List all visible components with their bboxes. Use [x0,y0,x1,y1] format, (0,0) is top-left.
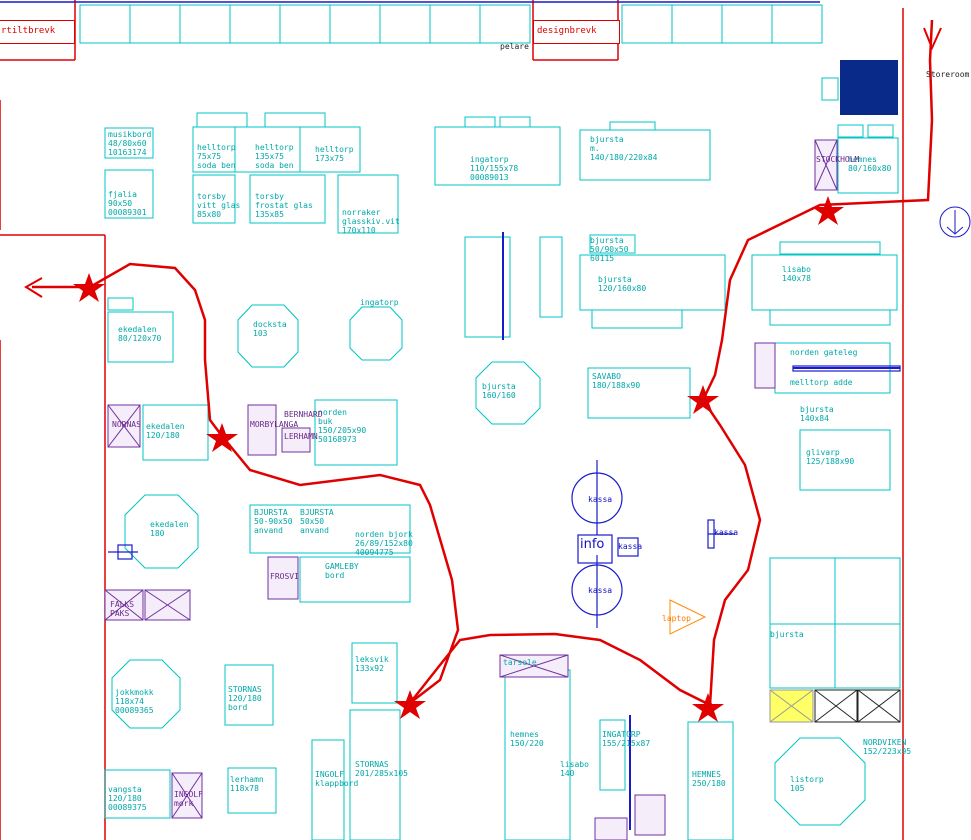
route-arrows [24,27,942,298]
furniture-label: STORNAS 120/180 bord [228,685,262,712]
furniture-label: ingatorp [360,298,399,307]
furniture-label: helltorp 173x75 [315,145,354,163]
furniture-label: torsby vitt glas 85x80 [197,192,241,219]
furniture-label: norden buk 150/205x90 50168973 [318,408,367,444]
service-label: kassa [714,528,739,537]
area-label-left-top: rtiltbrevk [0,20,75,44]
star-icon [687,385,719,414]
route-stars [73,196,844,722]
area-label-right-top: Storeroom [926,70,970,79]
furniture-label: bjursta [770,630,804,639]
furniture-label: leksvik 133x92 [355,655,389,673]
furniture-label: bjursta 140x84 [800,405,834,423]
furniture-label: torsby frostat glas 135x85 [255,192,313,219]
cross-hatched-cells [104,139,838,819]
furniture-label: bjursta 160/160 [482,382,516,400]
service-points [108,232,901,830]
furniture-label: norden gateleg [790,348,858,357]
entry-arrow-icon [923,27,942,51]
furniture-label: STORNAS 201/285x105 [355,760,408,778]
furniture-label: SAVABO 180/188x90 [592,372,641,390]
furniture-label: jokkmokk 118x74 00089365 [115,688,154,715]
furniture-label: INGATORP 155/215x87 [602,730,651,748]
service-label: kassa [588,586,613,595]
furniture-label: HEMNES 250/180 [692,770,726,788]
info-icon[interactable]: info [580,537,605,552]
star-icon [73,273,105,302]
furniture-label: vangsta 120/180 00089375 [108,785,147,812]
chair-label: MORBYLANGA [250,420,299,429]
chair-label: STOCKHOLM [816,155,860,164]
furniture-label: ingatorp 110/155x78 00089013 [470,155,519,182]
chair-label: FROSVI [270,572,299,581]
chair-label: LERHAMN [284,432,318,441]
furniture-label: bjursta 50/90x50 60115 [590,236,629,263]
furniture-label: lisabo 140x78 [782,265,811,283]
round-tables [111,304,866,826]
furniture-label: GAMLEBY bord [325,562,359,580]
star-icon [812,196,844,225]
star-icon [206,423,238,452]
furniture-label: bjursta 120/160x80 [598,275,647,293]
furniture-label: bjursta m. 140/180/220x84 [590,135,658,162]
furniture-label: norden bjork 26/89/152x80 40094775 [355,530,413,557]
star-icon [394,690,426,719]
area-label-center-top: designbrevk [533,20,620,44]
service-label: kassa [618,542,643,551]
furniture-label: hemnes 80/160x80 [848,155,892,173]
furniture-label: musikbord 48/80x60 10163174 [108,130,152,157]
walking-route [32,19,934,707]
laptop-label: laptop [662,614,691,623]
chair-label: BERNHARD [284,410,323,419]
storeroom-block [840,60,898,115]
furniture-label: helltorp 135x75 soda ben [255,143,294,170]
furniture-label: lerhamn 118x78 [230,775,264,793]
top-shelving [79,4,823,44]
furniture-label: melltorp adde [790,378,853,387]
furniture-label: lisabo 140 [560,760,589,778]
furniture-label: hemnes 150/220 [510,730,544,748]
furniture-label: docksta 103 [253,320,287,338]
storeroom-icon [939,206,971,238]
exit-arrow-icon [24,277,43,298]
star-icon [692,693,724,722]
chair-label: FALKS PAKS [110,600,135,618]
furniture-label: ekedalen 80/120x70 [118,325,162,343]
furniture-label: listorp 105 [790,775,824,793]
chair-label: NORNAS [112,420,141,429]
chair-boxes [104,139,838,840]
laptop-marker [669,599,707,635]
furniture-label: ekedalen 180 [150,520,189,538]
furniture-label: tarsele [503,658,537,667]
furniture-label: ekedalen 120/180 [146,422,185,440]
pillar-label: pelare [500,42,529,51]
furniture-label: fjalia 90x50 00089301 [108,190,147,217]
furniture-label: glivarp 125/188x90 [806,448,855,466]
furniture-label: norraker glasskiv.vit 170x110 [342,208,400,235]
furniture-label: NORDVIKEN 152/223x95 [863,738,912,756]
furniture-label: helltorp 75x75 soda ben [197,143,236,170]
service-label: kassa [588,495,613,504]
furniture-label: BJURSTA 50-90x50 anvand [254,508,293,535]
area-label-text: designbrevk [537,26,597,36]
storeroom-chair [821,77,839,101]
chair-label: INGOLF mork [174,790,203,808]
furniture-label: BJURSTA 50x50 anvand [300,508,334,535]
display-shelves [769,689,901,723]
furniture-outlines [104,112,901,840]
furniture-label: INGOLF klappbord [315,770,359,788]
area-label-text: rtiltbrevk [1,26,56,36]
